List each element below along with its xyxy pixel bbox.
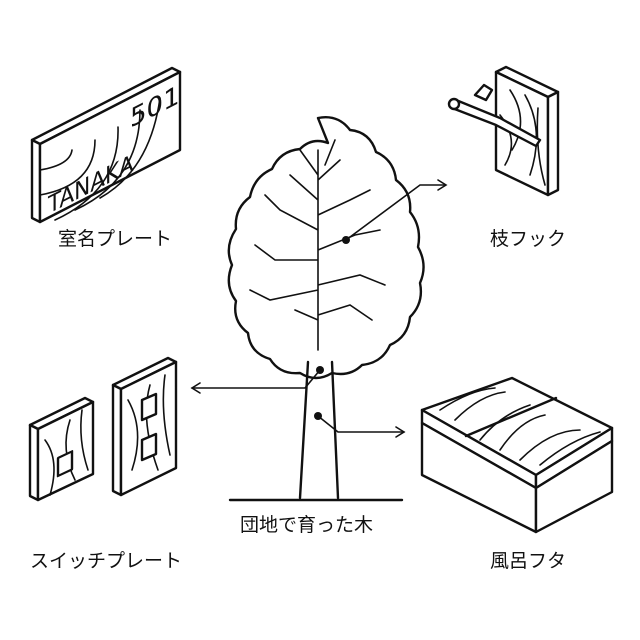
branch-hook-label: 枝フック — [490, 228, 567, 250]
branch-hook-drawing — [447, 65, 560, 197]
name-plate-label: 室名プレート — [58, 228, 173, 250]
arrows — [190, 179, 448, 438]
bath-lid-drawing — [420, 376, 614, 534]
switch-plate-drawing — [28, 356, 178, 502]
tree-title: 団地で育った木 — [240, 514, 374, 536]
tree-drawing — [227, 116, 425, 502]
bath-lid-label: 風呂フタ — [490, 550, 567, 572]
switch-plate-label: スイッチプレート — [30, 550, 183, 572]
name-plate-drawing: TANAKA 501 — [30, 66, 182, 224]
